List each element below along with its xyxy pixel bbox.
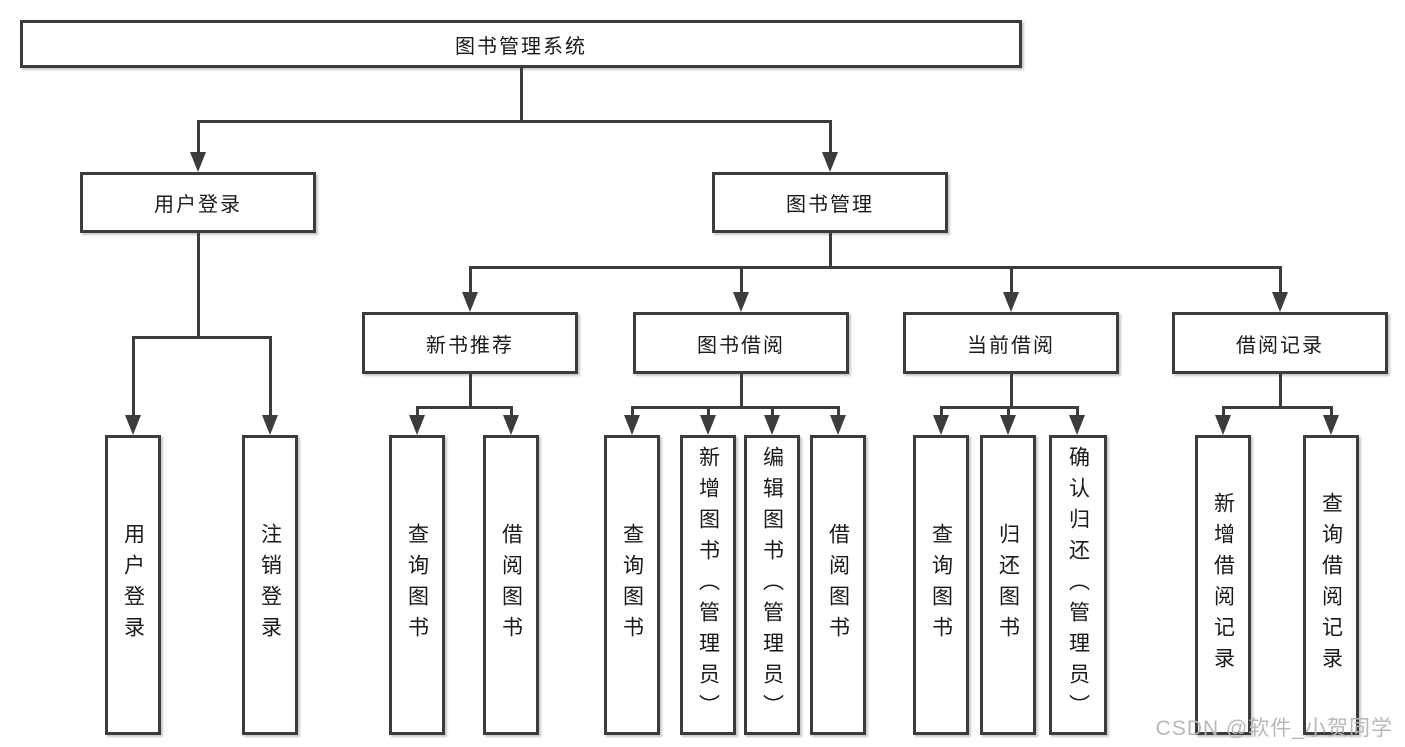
- connector: [510, 406, 513, 417]
- arrowhead: [1069, 415, 1085, 435]
- connector: [1330, 406, 1333, 417]
- arrowhead: [624, 415, 640, 435]
- arrowhead: [190, 152, 206, 172]
- node-label: 图书管理系统: [455, 35, 587, 58]
- connector: [940, 406, 943, 417]
- leaf-add-book-admin: 新增图书（管理员）: [680, 435, 736, 735]
- node-label: 查询借阅记录: [1319, 492, 1343, 678]
- leaf-user-login: 用户登录: [105, 435, 161, 735]
- node-user-login: 用户登录: [80, 172, 316, 233]
- arrowhead: [733, 292, 749, 312]
- connector: [132, 336, 272, 339]
- connector: [1222, 406, 1225, 417]
- connector: [1222, 406, 1333, 409]
- connector: [1279, 374, 1282, 409]
- connector: [631, 406, 840, 409]
- connector: [197, 120, 200, 154]
- node-label: 归还图书: [996, 523, 1020, 647]
- node-label: 注销登录: [258, 523, 282, 647]
- node-label: 当前借阅: [967, 334, 1055, 357]
- node-current-borrowing: 当前借阅: [903, 312, 1119, 374]
- node-label: 新增借阅记录: [1211, 492, 1235, 678]
- connector: [771, 406, 774, 417]
- connector: [1010, 266, 1013, 294]
- leaf-borrow-book-recommend: 借阅图书: [483, 435, 539, 735]
- connector: [197, 120, 832, 123]
- connector: [829, 120, 832, 154]
- arrowhead: [1272, 292, 1288, 312]
- connector: [1279, 266, 1282, 294]
- arrowhead: [700, 415, 716, 435]
- connector: [469, 266, 1282, 269]
- node-book-management: 图书管理: [712, 172, 948, 233]
- connector: [740, 266, 743, 294]
- node-label: 借阅图书: [499, 523, 523, 647]
- csdn-watermark: CSDN @软件_小贺同学: [1155, 717, 1393, 740]
- connector: [269, 336, 272, 416]
- node-library-management-system: 图书管理系统: [20, 20, 1022, 68]
- leaf-return-book: 归还图书: [980, 435, 1036, 735]
- connector: [1076, 406, 1079, 417]
- arrowhead: [830, 415, 846, 435]
- arrowhead: [462, 292, 478, 312]
- node-label: 确认归还（管理员）: [1066, 445, 1090, 725]
- arrowhead: [764, 415, 780, 435]
- arrowhead: [503, 415, 519, 435]
- connector: [416, 406, 513, 409]
- node-label: 借阅图书: [826, 523, 850, 647]
- node-label: 新书推荐: [426, 334, 514, 357]
- leaf-query-book-borrowing: 查询图书: [604, 435, 660, 735]
- node-label: 借阅记录: [1236, 334, 1324, 357]
- node-label: 编辑图书（管理员）: [760, 445, 784, 725]
- leaf-borrow-book: 借阅图书: [810, 435, 866, 735]
- connector: [416, 406, 419, 417]
- connector: [197, 233, 200, 338]
- connector: [740, 374, 743, 409]
- connector: [469, 374, 472, 409]
- node-label: 新增图书（管理员）: [696, 445, 720, 725]
- node-book-borrowing: 图书借阅: [633, 312, 849, 374]
- node-label: 查询图书: [929, 523, 953, 647]
- arrowhead: [409, 415, 425, 435]
- leaf-query-book-current: 查询图书: [913, 435, 969, 735]
- connector: [469, 266, 472, 294]
- leaf-add-borrow-record: 新增借阅记录: [1195, 435, 1251, 735]
- node-label: 用户登录: [121, 523, 145, 647]
- arrowhead: [822, 152, 838, 172]
- connector: [631, 406, 634, 417]
- leaf-confirm-return-admin: 确认归还（管理员）: [1049, 435, 1107, 735]
- arrowhead: [1323, 415, 1339, 435]
- leaf-logout: 注销登录: [242, 435, 298, 735]
- connector: [707, 406, 710, 417]
- node-label: 查询图书: [405, 523, 429, 647]
- connector: [520, 68, 523, 122]
- node-label: 查询图书: [620, 523, 644, 647]
- leaf-query-book-recommend: 查询图书: [389, 435, 445, 735]
- leaf-edit-book-admin: 编辑图书（管理员）: [744, 435, 800, 735]
- node-label: 图书管理: [786, 194, 874, 216]
- arrowhead: [933, 415, 949, 435]
- arrowhead: [1000, 415, 1016, 435]
- connector: [132, 336, 135, 416]
- connector: [829, 233, 832, 269]
- node-new-book-recommend: 新书推荐: [362, 312, 578, 374]
- leaf-query-borrow-record: 查询借阅记录: [1303, 435, 1359, 735]
- connector: [837, 406, 840, 417]
- node-label: 用户登录: [154, 194, 242, 216]
- node-borrow-records: 借阅记录: [1172, 312, 1388, 374]
- connector: [1010, 374, 1013, 409]
- arrowhead: [125, 415, 141, 435]
- arrowhead: [1003, 292, 1019, 312]
- arrowhead: [1215, 415, 1231, 435]
- arrowhead: [262, 415, 278, 435]
- connector: [1007, 406, 1010, 417]
- node-label: 图书借阅: [697, 334, 785, 357]
